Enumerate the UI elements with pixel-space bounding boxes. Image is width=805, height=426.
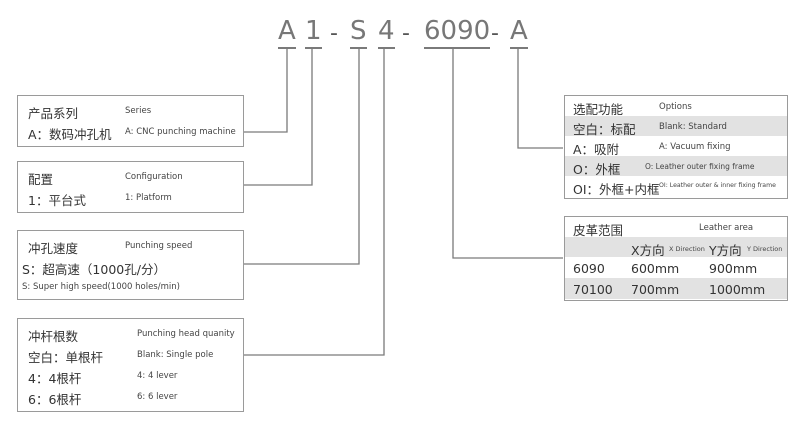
leather-column-header-row: X方向 X Direction Y方向 Y Direction bbox=[565, 237, 787, 258]
options-row-outer: O：外框 O: Leather outer fixing frame bbox=[565, 156, 787, 177]
head-row2-zh: 4：4根杆 bbox=[28, 371, 82, 386]
connector-head bbox=[243, 49, 385, 356]
config-title-en: Configuration bbox=[125, 172, 183, 182]
leather-col-y-en: Y Direction bbox=[747, 245, 783, 253]
options-title-zh: 选配功能 bbox=[573, 102, 624, 117]
speed-row1-zh: S：超高速（1000孔/分） bbox=[22, 262, 166, 277]
config-row1-en: 1: Platform bbox=[125, 193, 172, 203]
head-row2-en: 4: 4 lever bbox=[137, 371, 178, 381]
options-row2-zh: A：吸附 bbox=[573, 142, 620, 157]
options-row4-en: OI: Leather outer & inner fixing frame bbox=[659, 182, 776, 189]
head-title-zh: 冲杆根数 bbox=[28, 329, 79, 344]
head-title-en: Punching head quanity bbox=[137, 329, 235, 339]
series-title-zh: 产品系列 bbox=[28, 106, 79, 121]
options-row1-en: Blank: Standard bbox=[659, 122, 727, 132]
leather-row-x: 600mm bbox=[631, 261, 680, 276]
series-row1-zh: A：数码冲孔机 bbox=[28, 127, 112, 142]
connector-series bbox=[243, 49, 288, 133]
options-row2-en: A: Vacuum fixing bbox=[659, 142, 731, 152]
options-row1-zh: 空白：标配 bbox=[573, 122, 636, 137]
speed-box: 冲孔速度 Punching speed S：超高速（1000孔/分） S: Su… bbox=[17, 230, 244, 300]
leather-header-row: 皮革范围 Leather area bbox=[565, 217, 787, 238]
code-part-speed: S bbox=[350, 16, 367, 49]
leather-title-en: Leather area bbox=[699, 223, 754, 233]
leather-row-code: 70100 bbox=[573, 282, 613, 297]
code-part-leather: 6090 bbox=[424, 16, 491, 49]
code-separator: - bbox=[330, 21, 338, 46]
code-part-head: 4 bbox=[378, 16, 395, 49]
leather-col-x-en: X Direction bbox=[669, 245, 705, 253]
options-row3-zh: O：外框 bbox=[573, 162, 621, 177]
options-row-outer-inner: OI：外框+内框 OI: Leather outer & inner fixin… bbox=[565, 176, 787, 197]
leather-title-zh: 皮革范围 bbox=[573, 223, 624, 238]
head-row3-zh: 6：6根杆 bbox=[28, 392, 82, 407]
leather-row-code: 6090 bbox=[573, 261, 605, 276]
code-separator: - bbox=[491, 21, 499, 46]
connector-config bbox=[243, 49, 313, 186]
options-box: 选配功能 Options 空白：标配 Blank: Standard A：吸附 … bbox=[564, 95, 788, 199]
speed-title-zh: 冲孔速度 bbox=[28, 241, 79, 256]
leather-row: 6090 600mm 900mm bbox=[565, 257, 787, 278]
connector-leather bbox=[452, 49, 563, 259]
series-row1-en: A: CNC punching machine bbox=[125, 127, 236, 137]
leather-col-x-zh: X方向 bbox=[631, 243, 665, 258]
leather-row-x: 700mm bbox=[631, 282, 680, 297]
code-part-config: 1 bbox=[305, 16, 322, 49]
options-row3-en: O: Leather outer fixing frame bbox=[645, 162, 755, 171]
head-row1-en: Blank: Single pole bbox=[137, 350, 214, 360]
options-row-vacuum: A：吸附 A: Vacuum fixing bbox=[565, 136, 787, 157]
config-row1-zh: 1：平台式 bbox=[28, 193, 86, 208]
head-box: 冲杆根数 Punching head quanity 空白：单根杆 Blank:… bbox=[17, 318, 244, 412]
options-title-en: Options bbox=[659, 102, 692, 112]
code-part-series: A bbox=[278, 16, 296, 49]
config-title-zh: 配置 bbox=[28, 172, 54, 187]
code-part-options: A bbox=[510, 16, 528, 49]
leather-box: 皮革范围 Leather area X方向 X Direction Y方向 Y … bbox=[564, 216, 788, 301]
config-box: 配置 Configuration 1：平台式 1: Platform bbox=[17, 161, 244, 213]
series-box: 产品系列 Series A：数码冲孔机 A: CNC punching mach… bbox=[17, 95, 244, 147]
speed-title-en: Punching speed bbox=[125, 241, 193, 251]
options-header-row: 选配功能 Options bbox=[565, 96, 787, 117]
leather-row: 70100 700mm 1000mm bbox=[565, 278, 787, 299]
options-row4-zh: OI：外框+内框 bbox=[573, 182, 660, 197]
series-title-en: Series bbox=[125, 106, 152, 116]
connector-options bbox=[517, 49, 563, 149]
options-row-standard: 空白：标配 Blank: Standard bbox=[565, 116, 787, 137]
leather-col-y-zh: Y方向 bbox=[709, 243, 742, 258]
connector-speed bbox=[243, 49, 360, 265]
speed-row1-en: S: Super high speed(1000 holes/min) bbox=[22, 282, 180, 292]
head-row3-en: 6: 6 lever bbox=[137, 392, 178, 402]
leather-row-y: 900mm bbox=[709, 261, 758, 276]
leather-row-y: 1000mm bbox=[709, 282, 766, 297]
head-row1-zh: 空白：单根杆 bbox=[28, 350, 104, 365]
code-separator: - bbox=[402, 21, 410, 46]
